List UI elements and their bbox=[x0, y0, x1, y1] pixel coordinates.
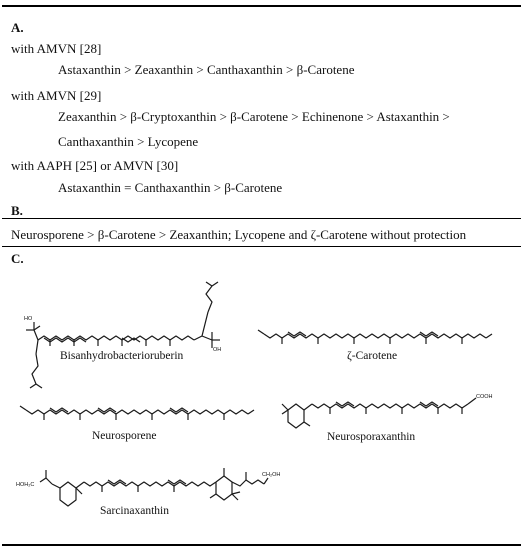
sarcinaxanthin-label: Sarcinaxanthin bbox=[100, 505, 169, 517]
zeta-carotene-label: ζ-Carotene bbox=[347, 350, 398, 362]
neurosporaxanthin-label: Neurosporaxanthin bbox=[327, 431, 416, 443]
ranking-aaph-amvn: Astaxanthin = Canthaxanthin > β-Carotene bbox=[58, 180, 283, 195]
bisanhydrobacterioruberin-label: Bisanhydrobacterioruberin bbox=[60, 350, 184, 362]
section-c-label: C. bbox=[11, 251, 24, 266]
method-amvn-29: with AMVN [29] bbox=[11, 88, 102, 103]
bottom-rule bbox=[2, 544, 521, 546]
ranking-amvn-29-line2: Canthaxanthin > Lycopene bbox=[58, 134, 199, 149]
sarcinaxanthin-hoh2c-label: HOH₂C bbox=[16, 482, 35, 488]
top-rule bbox=[2, 5, 521, 7]
method-amvn-28: with AMVN [28] bbox=[11, 41, 102, 56]
section-b-label: B. bbox=[11, 203, 23, 218]
ranking-amvn-28: Astaxanthin > Zeaxanthin > Canthaxanthin… bbox=[58, 62, 355, 77]
method-aaph-amvn: with AAPH [25] or AMVN [30] bbox=[11, 158, 179, 173]
rule-a-b bbox=[2, 218, 521, 219]
bisanhydro-ho-label: HO bbox=[24, 316, 33, 322]
section-b-ranking: Neurosporene > β-Carotene > Zeaxanthin; … bbox=[11, 227, 467, 242]
neurosporene-label: Neurosporene bbox=[92, 430, 157, 442]
sarcinaxanthin-ch2oh-label: CH₂OH bbox=[262, 472, 281, 478]
ranking-amvn-29-line1: Zeaxanthin > β-Cryptoxanthin > β-Caroten… bbox=[58, 109, 450, 124]
section-a-label: A. bbox=[11, 20, 24, 35]
rule-b-c bbox=[2, 246, 521, 247]
bisanhydro-oh-label: OH bbox=[213, 347, 222, 353]
neurosporaxanthin-cooh-label: COOH bbox=[476, 394, 493, 400]
